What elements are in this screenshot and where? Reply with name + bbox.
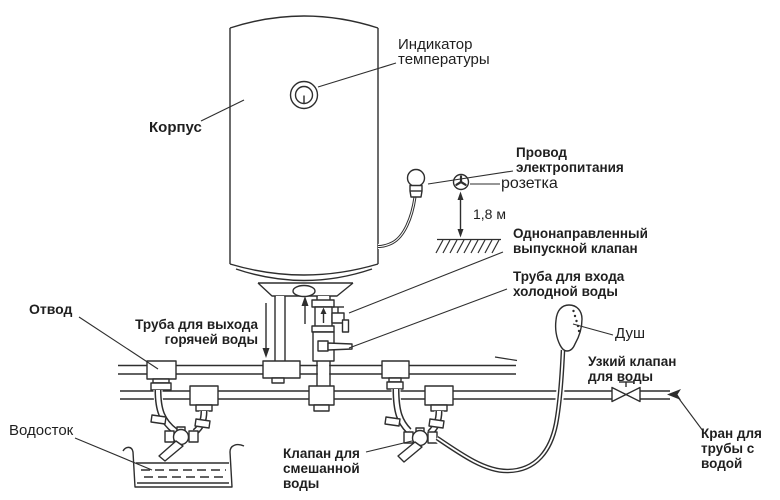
label-body: Корпус: [149, 119, 202, 136]
narrow-valve: [611, 381, 641, 403]
mixer-tee-hot: [381, 360, 410, 390]
label-socket: розетка: [501, 175, 558, 192]
label-cold-inlet-pipe: Труба для входа холодной воды: [513, 269, 625, 299]
pipe-end-arrow: [667, 389, 704, 432]
inlet-shutoff-valve: [312, 331, 353, 362]
leader-lines: [74, 62, 614, 471]
label-hot-outlet-pipe: Труба для выхода горячей воды: [135, 317, 258, 347]
hot-outlet-column: [262, 296, 301, 384]
label-narrow-water-valve: Узкий клапан для воды: [588, 354, 677, 384]
label-height-mark: 1,8 м: [473, 206, 506, 222]
mixed-water-valve: [397, 427, 438, 463]
label-branch: Отвод: [29, 301, 73, 317]
label-mixed-water-valve: Клапан для смешанной воды: [283, 446, 360, 491]
branch-tee-hot: [146, 360, 177, 391]
socket-icon: [452, 173, 470, 191]
label-power-cord: Провод электропитания: [516, 145, 624, 175]
branch-tee-cold: [189, 385, 219, 412]
label-shower: Душ: [615, 325, 646, 342]
drain-tap-icon: [331, 306, 350, 333]
label-one-way-valve: Однонаправленный выпускной клапан: [513, 226, 648, 256]
one-way-valve: [311, 299, 350, 333]
label-water-pipe-tap: Кран для трубы с водой: [701, 426, 762, 471]
power-cable: [377, 196, 418, 249]
height-dimension-arrow: [457, 191, 464, 238]
shower-hose: [434, 349, 567, 475]
label-drain: Водосток: [9, 422, 74, 439]
mixer-tee-cold: [424, 385, 454, 412]
drain-basin: [122, 443, 245, 488]
water-heater-tank: [229, 15, 379, 298]
basin-tap-valve: [158, 426, 199, 462]
power-plug-icon: [406, 168, 426, 198]
label-temperature-indicator: Индикатор температуры: [398, 36, 490, 69]
ground-hatch: [435, 238, 501, 254]
cold-inlet-column: [301, 296, 353, 412]
shower-head-icon: [554, 304, 583, 352]
temperature-indicator-icon: [289, 80, 319, 110]
